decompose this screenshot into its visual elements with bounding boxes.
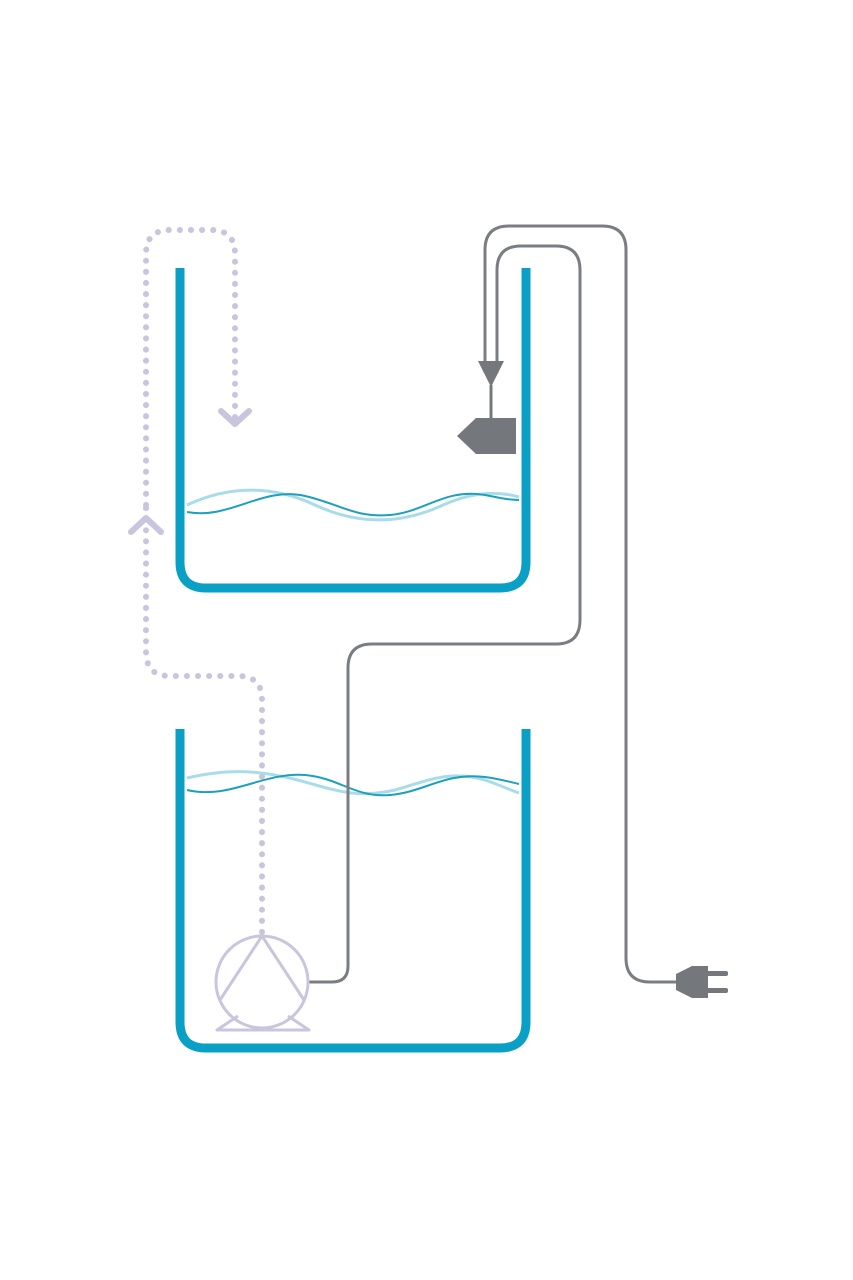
float-switch-icon (457, 361, 516, 454)
float-switch-connector (478, 361, 504, 387)
plug-prong-bottom (706, 988, 728, 993)
plug-cable (483, 224, 682, 984)
pump-impeller (218, 935, 306, 1001)
submersible-pump-icon (214, 934, 311, 1032)
lower-tank (175, 729, 531, 1053)
upper-tank-wave-dark (186, 492, 520, 517)
flow-arrow-down-icon (218, 408, 252, 427)
pump-cable (308, 244, 582, 984)
water-flow-path (128, 227, 265, 935)
plug-body (676, 966, 708, 998)
power-plug-icon (676, 966, 728, 998)
lower-tank-wave-light (186, 770, 520, 796)
pump-base (215, 1014, 311, 1032)
lower-tank-wall (175, 729, 531, 1053)
upper-tank (175, 268, 531, 593)
float-switch-body (457, 418, 516, 454)
flow-line-from-pump (143, 502, 265, 935)
pump-housing (214, 934, 310, 1030)
plug-prong-top (706, 971, 728, 976)
flow-line-into-tank (143, 227, 238, 508)
flow-arrow-up-icon (128, 515, 164, 535)
upper-tank-wave-light (186, 488, 520, 522)
lower-tank-wave-dark (186, 773, 520, 797)
upper-tank-wall (175, 268, 531, 593)
power-cable (308, 224, 682, 984)
